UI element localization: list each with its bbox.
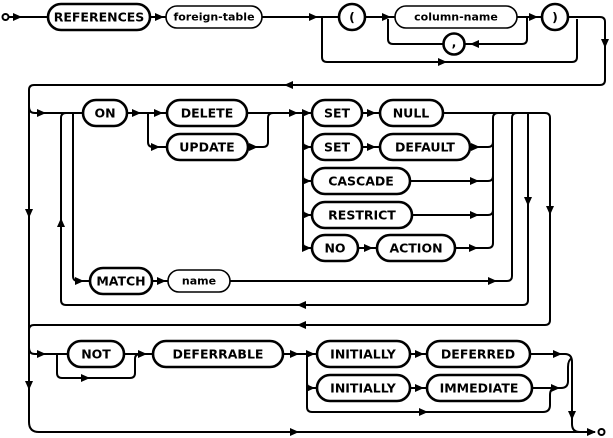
node-delete: DELETE: [165, 98, 249, 128]
node-match-label: MATCH: [96, 274, 145, 289]
node-cascade: CASCADE: [310, 166, 412, 196]
connector-lines: [9, 16, 606, 433]
node-on-label: ON: [94, 106, 115, 121]
node-default-label: DEFAULT: [395, 140, 455, 155]
node-initially-1: INITIALLY: [315, 339, 412, 369]
node-null-label: NULL: [393, 106, 430, 121]
node-initially-2: INITIALLY: [315, 373, 412, 403]
node-references: REFERENCES: [46, 2, 152, 32]
node-action-label: ACTION: [389, 241, 442, 256]
node-comma: ,: [442, 32, 466, 56]
node-immediate: IMMEDIATE: [425, 373, 534, 403]
node-comma-label: ,: [452, 35, 457, 50]
node-close-paren-label: ): [552, 10, 558, 25]
node-initially-2-label: INITIALLY: [330, 381, 397, 396]
node-set-1-label: SET: [324, 106, 351, 121]
node-immediate-label: IMMEDIATE: [440, 381, 519, 396]
node-close-paren: ): [540, 2, 570, 32]
node-on: ON: [81, 98, 129, 128]
node-initially-1-label: INITIALLY: [330, 347, 397, 362]
node-delete-label: DELETE: [181, 106, 233, 121]
node-column-name: column-name: [394, 5, 518, 29]
start-terminal-icon: [1, 13, 10, 21]
node-deferred: DEFERRED: [425, 339, 532, 369]
node-foreign-table-label: foreign-table: [173, 11, 254, 24]
node-cascade-label: CASCADE: [328, 174, 394, 189]
node-column-name-label: column-name: [414, 11, 498, 24]
node-set-2-label: SET: [324, 140, 351, 155]
node-not-label: NOT: [81, 347, 111, 362]
node-name-label: name: [182, 275, 216, 288]
node-references-label: REFERENCES: [54, 10, 145, 25]
node-no-label: NO: [324, 241, 345, 256]
node-action: ACTION: [375, 233, 457, 263]
arrowheads: [13, 13, 609, 436]
node-no: NO: [310, 233, 360, 263]
node-open-paren: (: [337, 2, 367, 32]
node-not: NOT: [66, 339, 126, 369]
node-open-paren-label: (: [349, 10, 355, 25]
node-foreign-table: foreign-table: [165, 5, 263, 29]
node-restrict: RESTRICT: [310, 200, 414, 230]
node-restrict-label: RESTRICT: [328, 208, 396, 223]
node-name: name: [167, 269, 231, 293]
end-terminal-icon: [597, 428, 606, 436]
node-deferrable: DEFERRABLE: [151, 339, 285, 369]
node-set-2: SET: [310, 132, 364, 162]
node-set-1: SET: [310, 98, 364, 128]
node-null: NULL: [378, 98, 445, 128]
node-default: DEFAULT: [378, 132, 472, 162]
node-deferrable-label: DEFERRABLE: [173, 347, 264, 362]
node-update: UPDATE: [165, 132, 250, 162]
node-deferred-label: DEFERRED: [441, 347, 515, 362]
node-update-label: UPDATE: [179, 140, 234, 155]
node-match: MATCH: [88, 266, 154, 296]
